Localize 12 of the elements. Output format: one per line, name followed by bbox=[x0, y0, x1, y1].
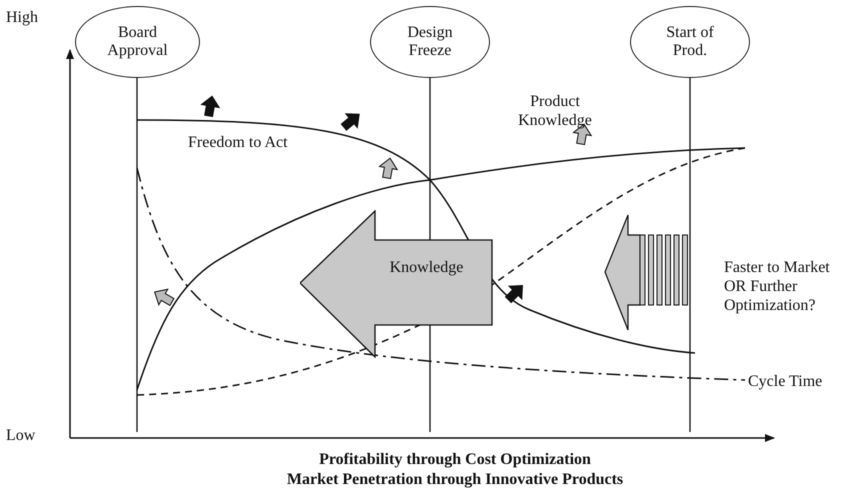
annotation-text: Faster to Market OR Further Optimization? bbox=[724, 258, 831, 316]
curve-label: Cycle Time bbox=[748, 372, 822, 392]
axis-title: Profitability through Cost Optimization bbox=[318, 450, 592, 470]
milestone-ellipse: Start of Prod. bbox=[630, 6, 750, 78]
milestone-ellipse: Board Approval bbox=[75, 6, 200, 78]
axis-title: Market Penetration through Innovative Products bbox=[286, 470, 624, 490]
block-arrow: Knowledge bbox=[300, 210, 493, 358]
curve-label: Product Knowledge bbox=[517, 92, 593, 130]
axis-label: Low bbox=[6, 426, 36, 446]
milestone-ellipse: Design Freeze bbox=[370, 6, 490, 78]
curve-label: Freedom to Act bbox=[188, 133, 288, 152]
axis-label: High bbox=[6, 8, 38, 28]
